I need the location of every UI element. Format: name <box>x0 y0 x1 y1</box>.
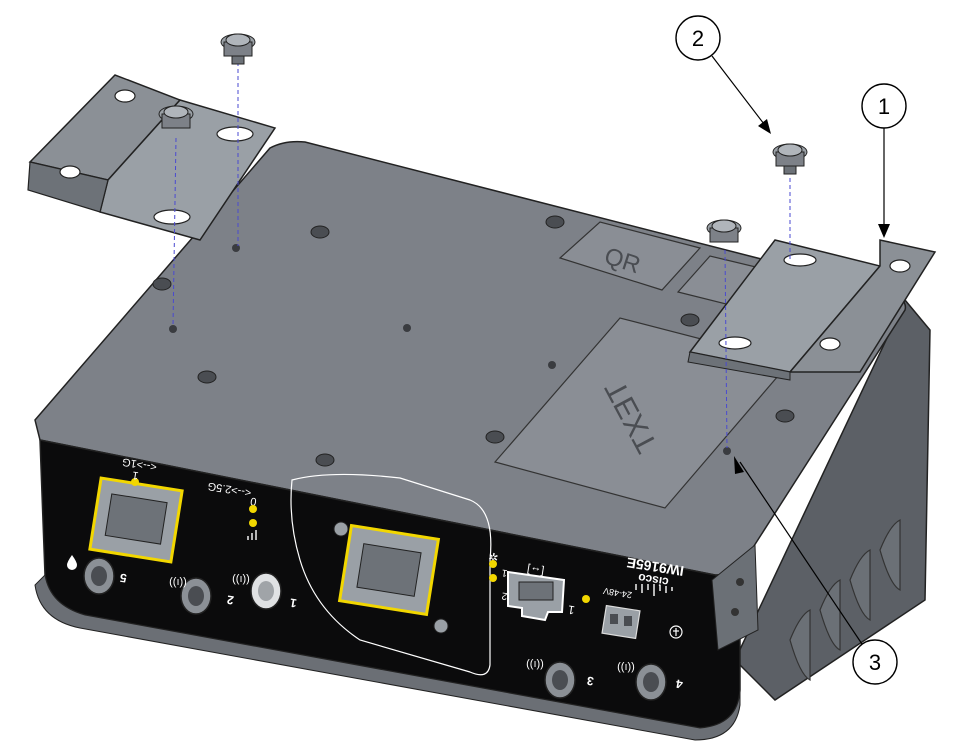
led-status-1 <box>489 560 497 568</box>
water-drop-icon <box>67 555 77 570</box>
brand-label: cisco <box>637 571 669 590</box>
callout-3-label: 3 <box>869 650 881 675</box>
signal-icon <box>247 530 257 540</box>
port-1g-number: 1 <box>132 469 140 482</box>
left-mounting-bracket <box>27 74 277 241</box>
led-25g-b <box>249 519 257 527</box>
led-label-1: 1 <box>501 567 509 579</box>
mounting-screws <box>158 33 808 243</box>
callouts: 1 2 3 <box>675 15 907 685</box>
antenna-connector <box>250 572 282 610</box>
port-25g-number: 0 <box>250 495 258 508</box>
antenna-icon: ((ı)) <box>232 573 250 585</box>
callout-2-label: 2 <box>692 26 704 51</box>
antenna-label-4: 4 <box>675 676 684 691</box>
screw <box>158 105 194 129</box>
callout-1-label: 1 <box>878 94 890 119</box>
rj45-port-1g: <-->1G 1 <box>88 455 184 564</box>
led-label-2: 2 <box>501 590 509 602</box>
antenna-connector <box>635 663 667 701</box>
antenna-icon: ((ı)) <box>617 661 635 673</box>
led-status-2 <box>489 574 497 582</box>
console-led <box>582 595 590 603</box>
screw <box>220 33 256 65</box>
antenna-connector <box>83 557 115 595</box>
callout-1: 1 <box>861 83 907 238</box>
antenna-connectors <box>83 557 667 701</box>
brand-logo-bars <box>635 584 673 596</box>
console-number: 1 <box>567 602 576 617</box>
port-1g-speed: <-->1G <box>121 455 157 472</box>
front-panel: <-->1G 1 <-->2.5G 0 [↔] 1 ✲ <box>67 455 685 701</box>
housing-screws <box>152 215 795 467</box>
led-1g <box>131 478 139 486</box>
antenna-label-5: 5 <box>119 570 128 585</box>
antenna-icon: ((ı)) <box>169 576 187 588</box>
console-icon: [↔] <box>526 563 545 578</box>
callout-3: 3 <box>734 456 898 685</box>
port-outline <box>290 473 492 676</box>
screw <box>706 219 742 243</box>
antenna-label-2: 2 <box>226 592 235 607</box>
antenna-label-1: 1 <box>289 595 298 610</box>
guide-lines <box>172 62 791 449</box>
console-port <box>507 570 566 622</box>
screw <box>772 143 808 175</box>
qr-plate: QR <box>558 221 702 291</box>
antenna-connector <box>544 661 576 699</box>
rj45-port-25g <box>333 521 449 634</box>
gear-icon: ✲ <box>487 549 499 564</box>
ground-icon <box>669 625 683 639</box>
power-connector <box>601 604 641 640</box>
antenna-icon: ((ı)) <box>526 658 544 670</box>
led-25g-a <box>249 505 257 513</box>
power-rating: 24-48V <box>602 586 632 600</box>
right-mounting-bracket <box>687 239 937 381</box>
callout-2: 2 <box>675 15 771 134</box>
antenna-label-3: 3 <box>586 673 595 688</box>
antenna-connector <box>180 577 212 615</box>
